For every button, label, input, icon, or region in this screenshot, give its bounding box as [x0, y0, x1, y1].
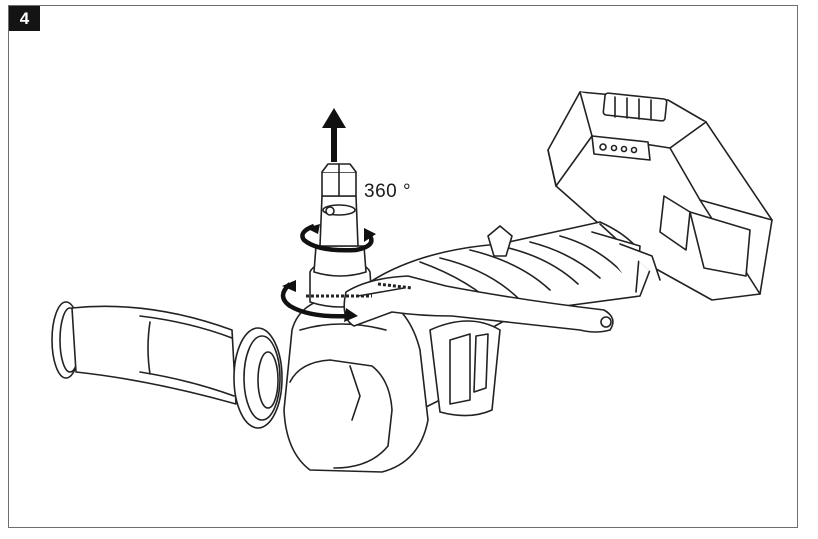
guard-flange [233, 327, 283, 429]
spanner-wrench [343, 275, 614, 333]
gear-head [283, 295, 429, 473]
tool-body [369, 221, 661, 448]
battery-pack [547, 91, 773, 301]
side-handle [51, 301, 237, 405]
rotation-angle-label: 360 ° [364, 181, 412, 202]
rotate-arrow-icon [280, 223, 374, 319]
figure-frame [8, 5, 798, 528]
up-arrow-icon [322, 108, 346, 162]
step-number-badge: 4 [9, 6, 40, 31]
